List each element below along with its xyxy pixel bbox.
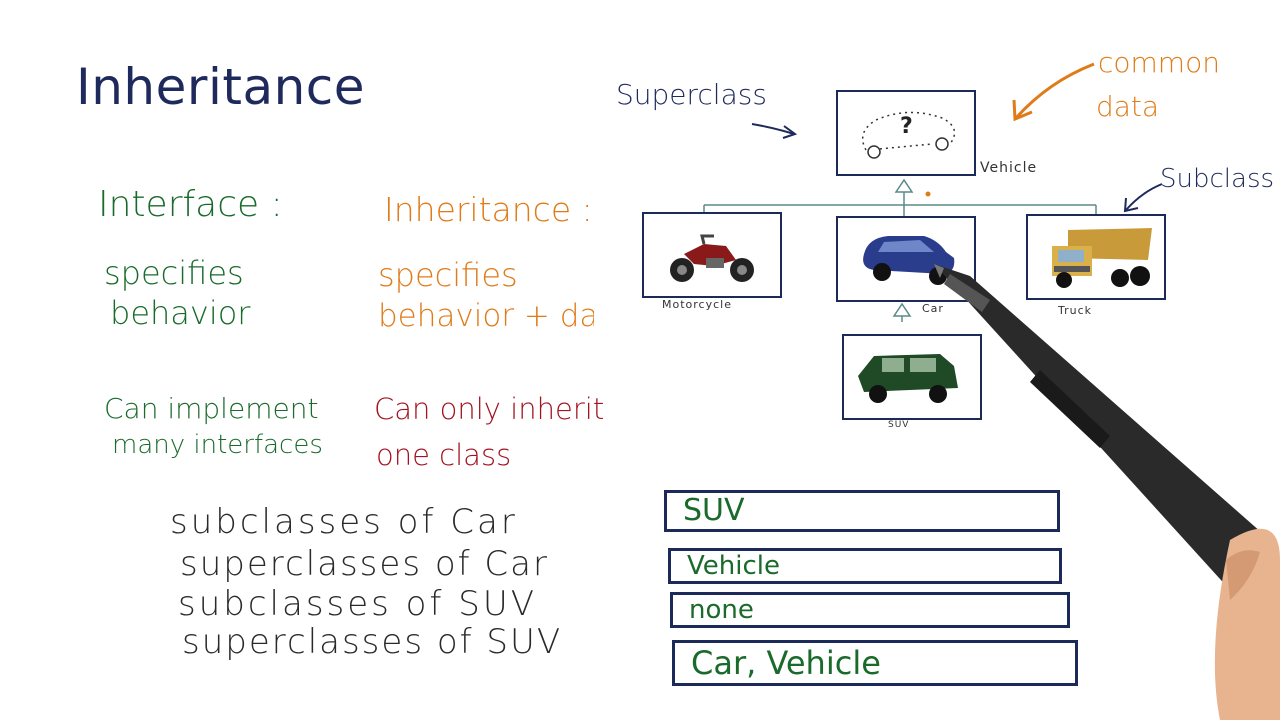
question-2: superclasses of Car xyxy=(180,544,549,584)
superclass-arrow-icon xyxy=(751,123,798,139)
interface-heading: Interface : xyxy=(98,184,283,225)
interface-impl1: Can implement xyxy=(104,392,319,425)
vehicle-caption: Vehicle xyxy=(980,160,1038,176)
answer-text-3: none xyxy=(689,595,754,625)
motorcycle-box xyxy=(642,212,782,298)
answer-box-2[interactable]: Vehicle xyxy=(668,548,1062,584)
car-caption: Car xyxy=(922,302,944,315)
truck-icon xyxy=(1052,228,1152,288)
inheritance-inh2: one class xyxy=(376,438,512,472)
question-3: subclasses of SUV xyxy=(178,584,537,624)
motorcycle-caption: Motorcycle xyxy=(662,298,732,311)
interface-impl2: many interfaces xyxy=(112,430,323,460)
truck-box xyxy=(1026,214,1166,300)
common-label-2: data xyxy=(1096,90,1160,123)
inheritance-heading: Inheritance : xyxy=(384,190,593,229)
stylus-pen-icon xyxy=(934,264,1280,720)
vehicle-box: ? xyxy=(836,90,976,176)
superclass-label: Superclass xyxy=(616,78,767,111)
common-label-1: common xyxy=(1098,46,1220,79)
answer-text-1: SUV xyxy=(683,493,745,528)
suv-box xyxy=(842,334,982,420)
subclass-label: Subclass xyxy=(1160,164,1275,194)
answer-box-3[interactable]: none xyxy=(670,592,1070,628)
answer-box-4[interactable]: Car, Vehicle xyxy=(672,640,1078,686)
page-title: Inheritance xyxy=(76,58,366,116)
vehicle-symbol: ? xyxy=(900,114,913,139)
common-data-arrow-icon xyxy=(1012,62,1095,122)
vehicle-shape-icon xyxy=(861,111,956,159)
inheritance-line2: behavior + da xyxy=(378,298,594,334)
interface-line1: specifies xyxy=(104,254,244,292)
car-box xyxy=(836,216,976,302)
inheritance-line2-clip: behavior + da xyxy=(378,298,594,342)
answer-text-2: Vehicle xyxy=(687,551,780,581)
question-1: subclasses of Car xyxy=(170,502,518,542)
suv-icon xyxy=(858,354,958,403)
inheritance-inh1: Can only inherit xyxy=(374,392,605,426)
answer-text-4: Car, Vehicle xyxy=(691,644,881,682)
truck-caption: Truck xyxy=(1058,304,1093,317)
subclass-arrow-icon xyxy=(1123,183,1163,213)
interface-line2: behavior xyxy=(110,294,251,332)
question-4: superclasses of SUV xyxy=(182,622,563,662)
motorcycle-icon xyxy=(670,234,754,282)
suv-caption: SUV xyxy=(888,420,910,430)
inheritance-line1: specifies xyxy=(378,256,518,294)
answer-box-1[interactable]: SUV xyxy=(664,490,1060,532)
